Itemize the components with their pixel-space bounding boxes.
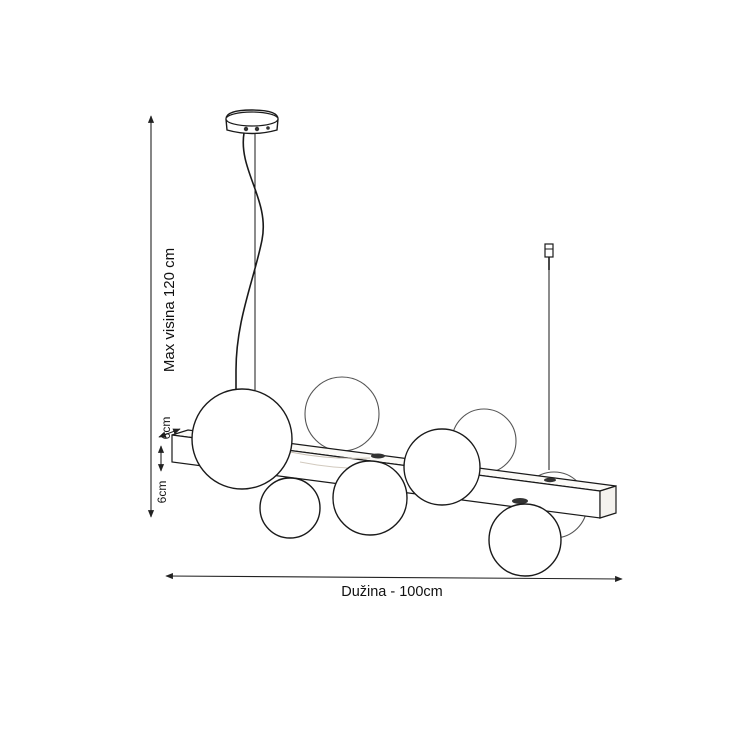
length-dimension-line: [165, 572, 623, 583]
beam-height-label: 6cm: [155, 481, 169, 504]
beam-depth-label: 6cm: [159, 417, 173, 440]
globe-front-2: [403, 428, 481, 506]
globe-below-3: [488, 503, 562, 577]
globe-below-2: [332, 460, 408, 536]
beam-depth-dimension-line: [158, 428, 181, 438]
globe-below-1: [259, 477, 321, 539]
globe-front-1: [191, 388, 293, 490]
max-height-label: Max visina 120 cm: [161, 248, 178, 372]
right-suspension: [544, 243, 554, 470]
power-cable: [235, 132, 265, 392]
globe-back-1: [304, 376, 380, 452]
length-label: Dužina - 100cm: [341, 584, 443, 600]
ceiling-canopy: [225, 109, 279, 135]
